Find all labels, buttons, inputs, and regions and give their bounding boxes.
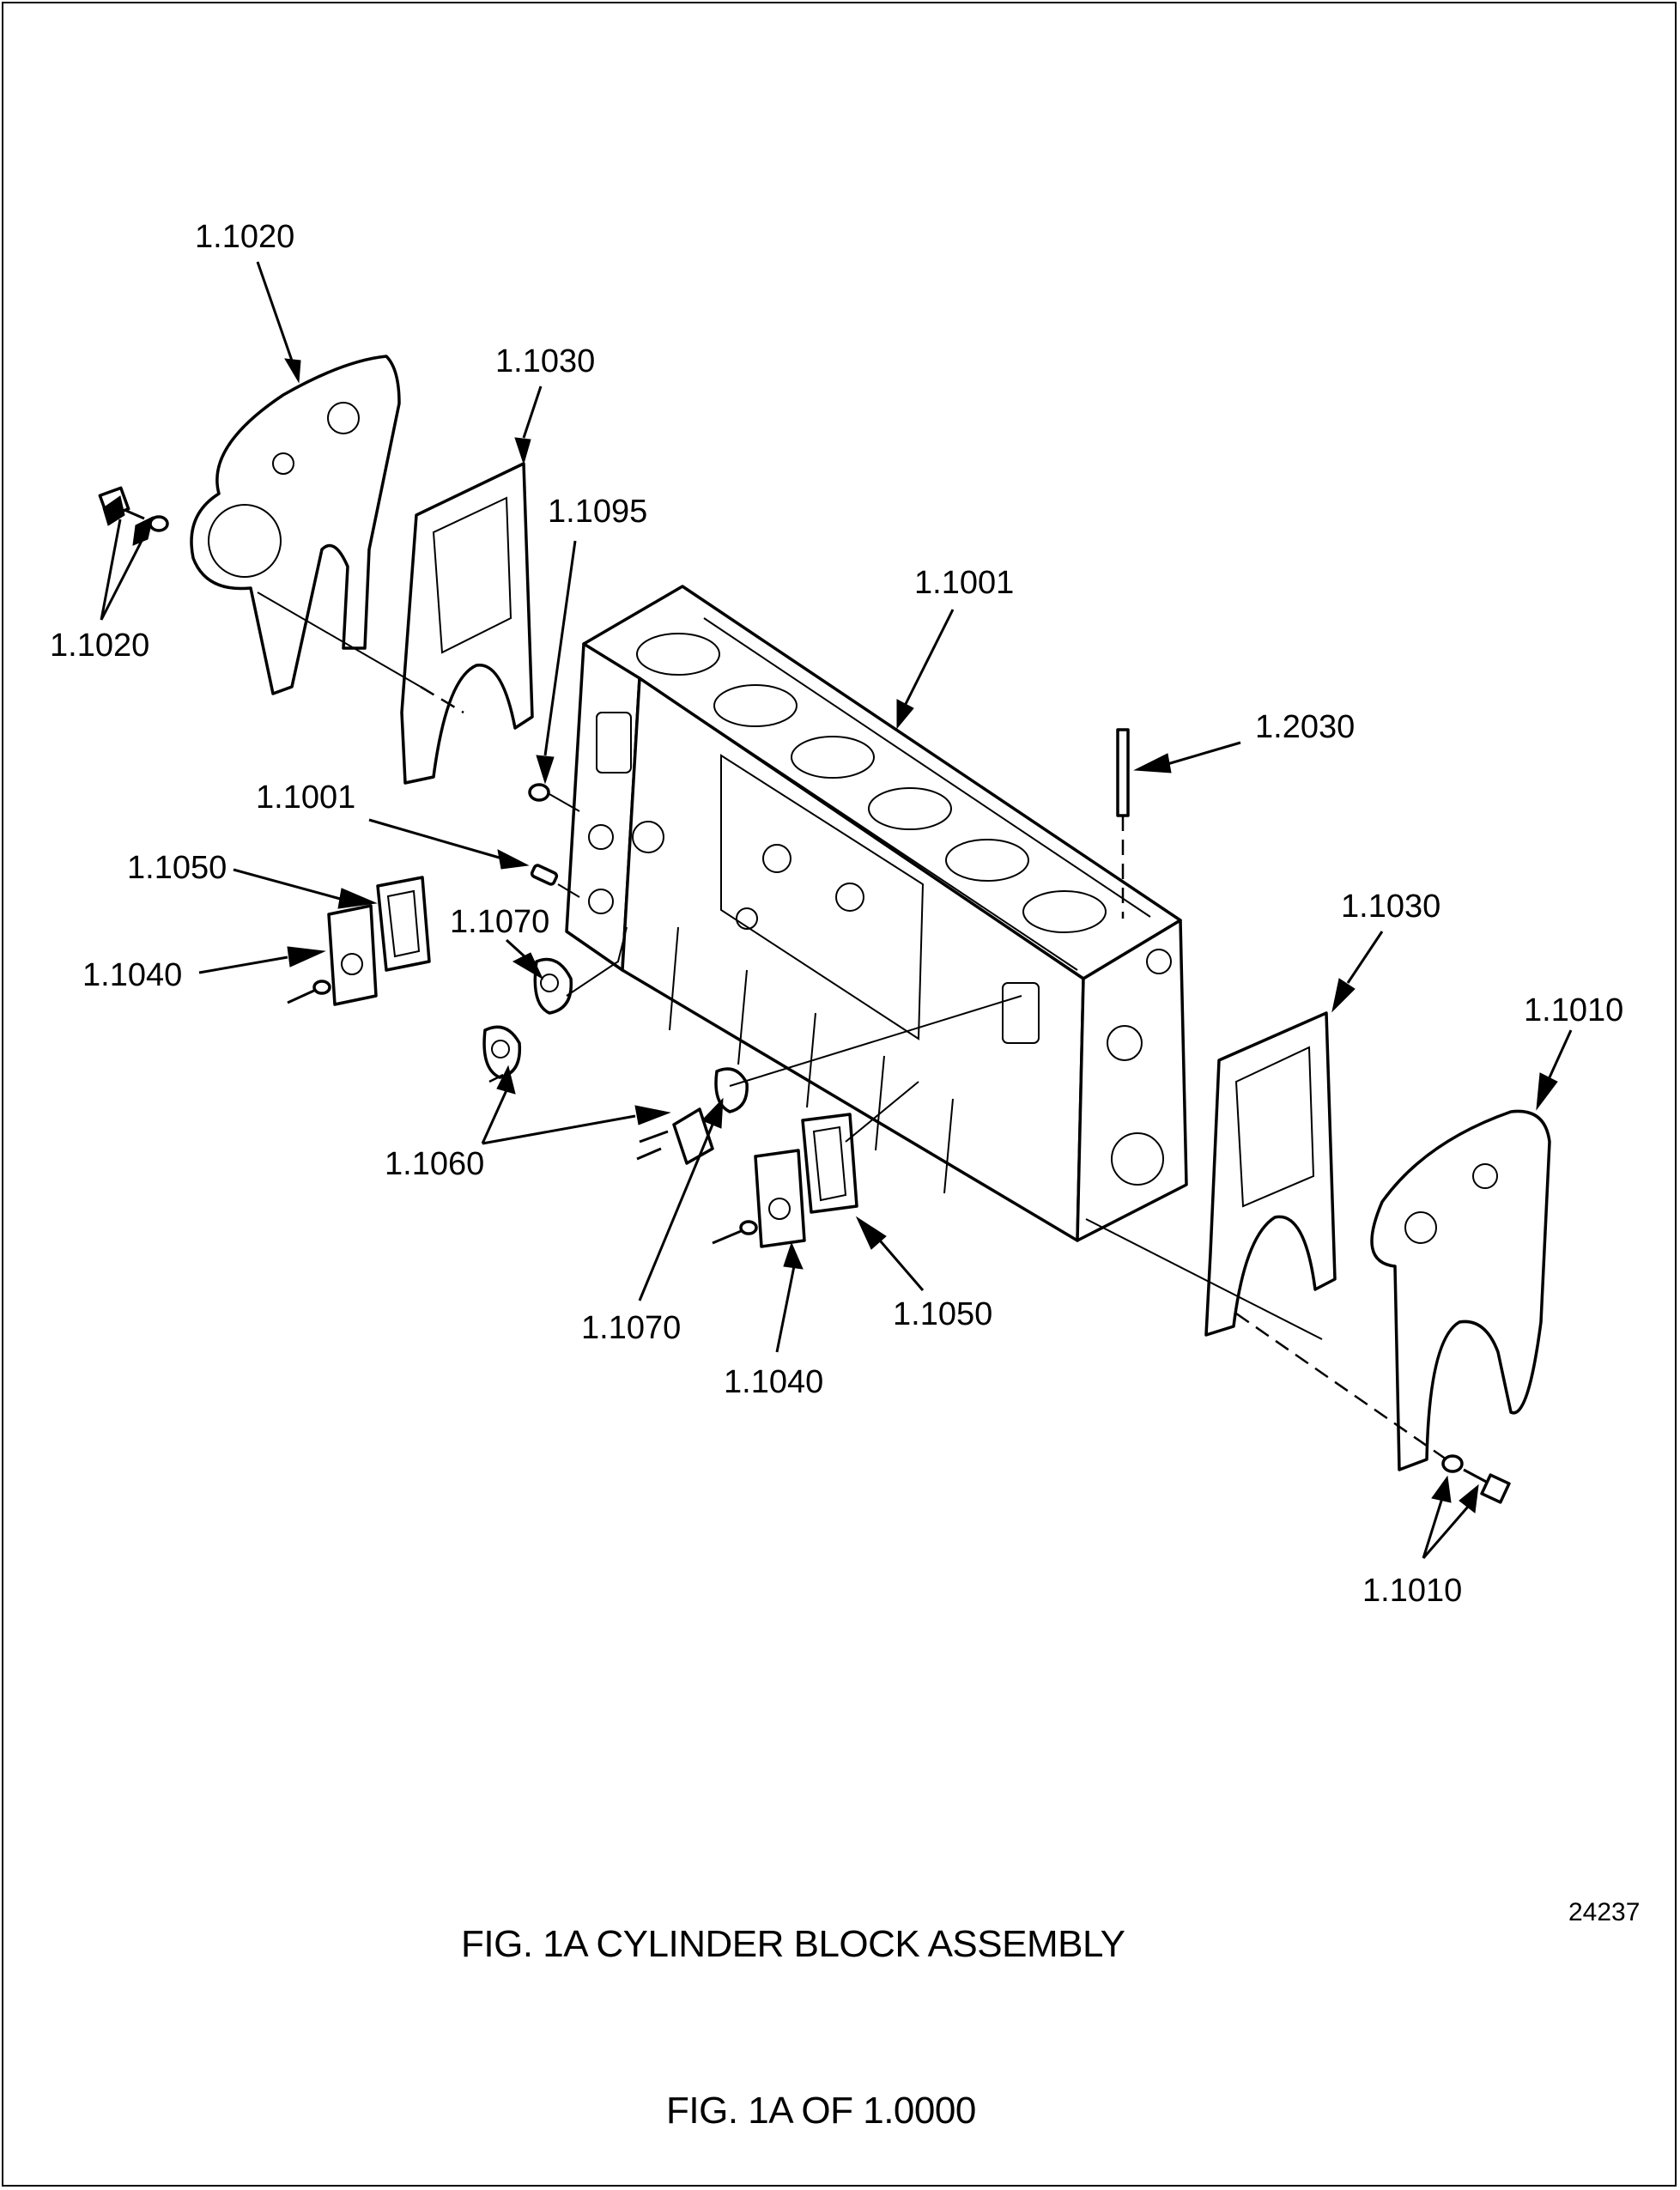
callout-elbow-gasket-upper: 1.1070 xyxy=(450,904,550,940)
callout-gasket-left: 1.1050 xyxy=(127,850,227,886)
figure-footer: FIG. 1A OF 1.0000 xyxy=(666,2090,976,2132)
callout-rear-gasket: 1.1030 xyxy=(1341,889,1441,925)
seal-ring-part xyxy=(528,783,550,802)
left-cover-part xyxy=(287,904,378,1006)
callout-front-gasket-left: 1.1030 xyxy=(495,343,596,379)
rear-gasket-part xyxy=(1204,1011,1337,1337)
figure-caption: FIG. 1A CYLINDER BLOCK ASSEMBLY xyxy=(461,1923,1125,1965)
callout-dowel-pin: 1.1001 xyxy=(256,780,356,816)
upper-elbow-gasket-part xyxy=(533,957,573,1015)
figure-number: 24237 xyxy=(1568,1898,1641,1926)
callout-stud: 1.2030 xyxy=(1255,709,1356,745)
callout-gasket-lower: 1.1050 xyxy=(893,1296,993,1332)
callout-cover-left: 1.1040 xyxy=(82,957,183,993)
callout-seal-ring: 1.1095 xyxy=(548,494,648,530)
dowel-pin-part xyxy=(530,864,559,886)
assembly-lines xyxy=(257,591,1447,1461)
front-plate-part xyxy=(190,355,401,695)
lower-cover-part xyxy=(712,1149,806,1248)
stud-part xyxy=(1116,728,1130,919)
front-gasket-part xyxy=(400,462,534,785)
callout-cover-lower: 1.1040 xyxy=(724,1364,824,1400)
callout-rear-plate: 1.1010 xyxy=(1524,992,1624,1028)
callout-cover-plate: 1.1060 xyxy=(385,1146,485,1182)
lower-elbow-gasket-part xyxy=(714,1067,749,1113)
cover-plate-part xyxy=(482,1025,522,1079)
callout-front-plate-top: 1.1020 xyxy=(195,219,295,255)
callout-elbow-gasket-lower: 1.1070 xyxy=(581,1310,682,1346)
callout-front-plate-bolt: 1.1020 xyxy=(50,628,150,664)
rear-plate-bolt-part xyxy=(1441,1454,1511,1504)
callout-cylinder-block: 1.1001 xyxy=(914,565,1015,601)
leader-lines xyxy=(100,261,1573,1559)
lower-gasket-part xyxy=(801,1113,858,1214)
rear-plate-part xyxy=(1370,1109,1551,1471)
callout-rear-plate-bolt: 1.1010 xyxy=(1362,1573,1463,1609)
left-gasket-part xyxy=(376,876,431,972)
cylinder-block-part xyxy=(565,585,1188,1242)
